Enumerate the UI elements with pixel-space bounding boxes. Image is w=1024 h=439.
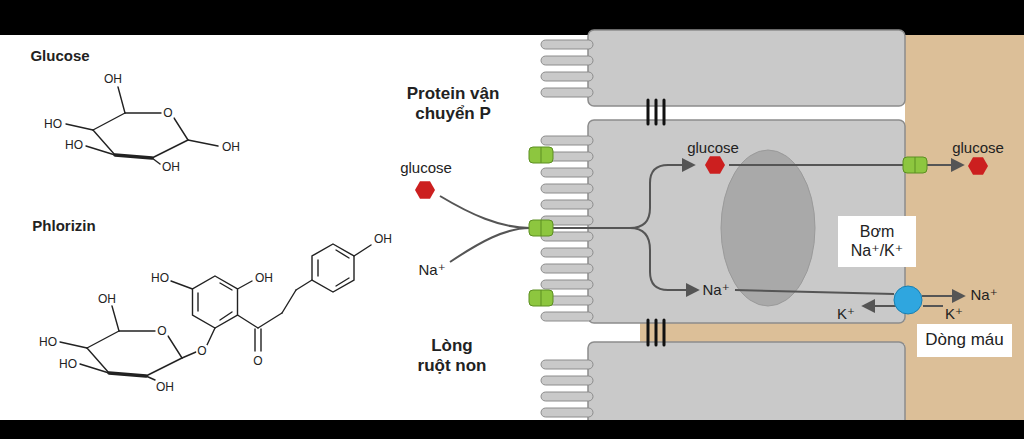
structure-title: Phlorizin	[32, 217, 95, 234]
diagram-label: Na⁺	[418, 261, 445, 278]
atom-label: HO	[150, 272, 170, 284]
diagram-label: Na⁺	[702, 281, 729, 298]
pump-label-box: Bơm Na⁺/K⁺	[838, 216, 916, 267]
diagram-label: Na⁺	[970, 286, 997, 303]
microvillus	[541, 360, 593, 369]
atom-label: OH	[103, 73, 123, 85]
diagram-label: glucose	[952, 139, 1004, 156]
transport-protein	[529, 147, 927, 306]
blood-region	[905, 35, 1024, 420]
diagram-label: K⁺	[945, 305, 963, 322]
microvillus	[541, 184, 593, 193]
diagram-label: K⁺	[837, 305, 855, 322]
glucose-molecule	[415, 156, 988, 198]
atom-label: HO	[58, 358, 78, 370]
microvillus	[541, 168, 593, 177]
diagram-label: Protein vận chuyển P	[392, 84, 514, 123]
diagram-label: glucose	[687, 139, 739, 156]
pump-circle	[894, 286, 922, 314]
region-label-box: Dòng máu	[917, 324, 1012, 357]
microvillus	[541, 248, 593, 257]
glucose-structure	[66, 87, 218, 164]
structure-title: Glucose	[30, 47, 89, 64]
atom-label: HO	[43, 118, 63, 130]
atom-label: OH	[221, 141, 241, 153]
microvillus	[541, 200, 593, 209]
microvillus	[541, 56, 593, 65]
intercellular-space	[640, 321, 910, 344]
atom-label: OH	[373, 233, 393, 245]
atom-label: OH	[254, 272, 274, 284]
microvillus	[541, 264, 593, 273]
atom-label: OH	[155, 381, 175, 393]
node-text: Dòng máu	[925, 330, 1004, 350]
atom-label: OH	[97, 293, 117, 305]
atom-label: O	[252, 355, 263, 367]
microvillus	[541, 72, 593, 81]
microvillus	[541, 280, 593, 289]
microvillus	[541, 312, 593, 321]
atom-label: OH	[161, 161, 181, 173]
diagram-label: glucose	[400, 159, 452, 176]
atom-label: HO	[38, 336, 58, 348]
bottom-band	[0, 420, 1024, 439]
transport-arrows	[440, 165, 963, 306]
microvillus	[541, 88, 593, 97]
microvillus	[541, 136, 593, 145]
tight-junction	[648, 100, 664, 345]
microvillus	[541, 40, 593, 49]
microvillus	[541, 376, 593, 385]
atom-label: O	[156, 325, 167, 337]
microvillus	[541, 392, 593, 401]
atom-label: O	[162, 107, 173, 119]
microvillus	[541, 408, 593, 417]
phlorizin-structure	[60, 244, 371, 380]
nucleus	[721, 150, 815, 306]
atom-label: HO	[64, 139, 84, 151]
diagram-label: Lòng ruột non	[417, 336, 487, 375]
atom-label: O	[196, 345, 207, 357]
node-text: Bơm Na⁺/K⁺	[846, 222, 908, 260]
